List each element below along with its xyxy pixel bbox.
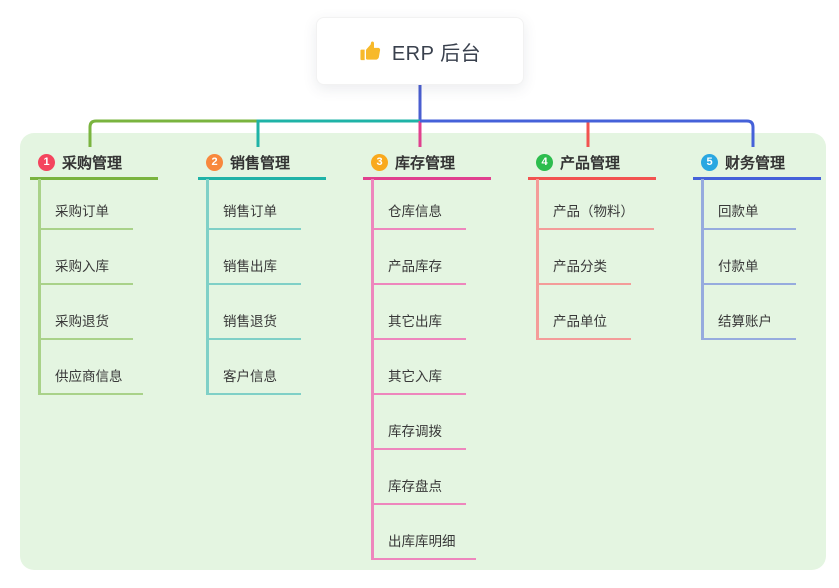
child-node[interactable]: 库存盘点	[371, 465, 466, 505]
root-node[interactable]: ERP 后台	[316, 17, 524, 85]
child-node[interactable]: 结算账户	[701, 300, 796, 340]
child-node[interactable]: 产品库存	[371, 245, 466, 285]
branch-child-connector-line	[371, 179, 374, 560]
branch-child-connector-line	[701, 179, 704, 340]
branch-label: 采购管理	[62, 155, 123, 172]
child-node[interactable]: 产品（物料）	[536, 190, 654, 230]
branch-node-4[interactable]: 4 产品管理	[528, 148, 656, 180]
branch-number-badge: 4	[536, 154, 553, 171]
branch-child-connector-line	[206, 179, 209, 395]
child-node[interactable]: 采购退货	[38, 300, 133, 340]
child-node[interactable]: 仓库信息	[371, 190, 466, 230]
branch-node-2[interactable]: 2 销售管理	[198, 148, 326, 180]
child-node[interactable]: 销售订单	[206, 190, 301, 230]
branch-number-badge: 3	[371, 154, 388, 171]
child-node[interactable]: 供应商信息	[38, 355, 143, 395]
branch-child-connector-line	[536, 179, 539, 340]
branch-label: 产品管理	[560, 155, 621, 172]
child-node[interactable]: 采购入库	[38, 245, 133, 285]
branch-label: 财务管理	[725, 155, 786, 172]
child-node[interactable]: 销售退货	[206, 300, 301, 340]
branch-node-5[interactable]: 5 财务管理	[693, 148, 821, 180]
branch-number-badge: 2	[206, 154, 223, 171]
branch-label: 销售管理	[230, 155, 291, 172]
branch-number-badge: 5	[701, 154, 718, 171]
child-node[interactable]: 库存调拨	[371, 410, 466, 450]
branch-number-badge: 1	[38, 154, 55, 171]
branch-node-1[interactable]: 1 采购管理	[30, 148, 158, 180]
child-node[interactable]: 其它入库	[371, 355, 466, 395]
mindmap-board-background	[20, 133, 826, 570]
child-node[interactable]: 客户信息	[206, 355, 301, 395]
branch-node-3[interactable]: 3 库存管理	[363, 148, 491, 180]
root-node-label: ERP 后台	[391, 42, 482, 65]
child-node[interactable]: 采购订单	[38, 190, 133, 230]
thumbs-up-icon	[359, 40, 382, 63]
child-node[interactable]: 出库库明细	[371, 520, 476, 560]
child-node[interactable]: 产品分类	[536, 245, 631, 285]
child-node[interactable]: 回款单	[701, 190, 796, 230]
child-node[interactable]: 其它出库	[371, 300, 466, 340]
branch-label: 库存管理	[395, 155, 456, 172]
child-node[interactable]: 产品单位	[536, 300, 631, 340]
child-node[interactable]: 付款单	[701, 245, 796, 285]
child-node[interactable]: 销售出库	[206, 245, 301, 285]
branch-child-connector-line	[38, 179, 41, 395]
